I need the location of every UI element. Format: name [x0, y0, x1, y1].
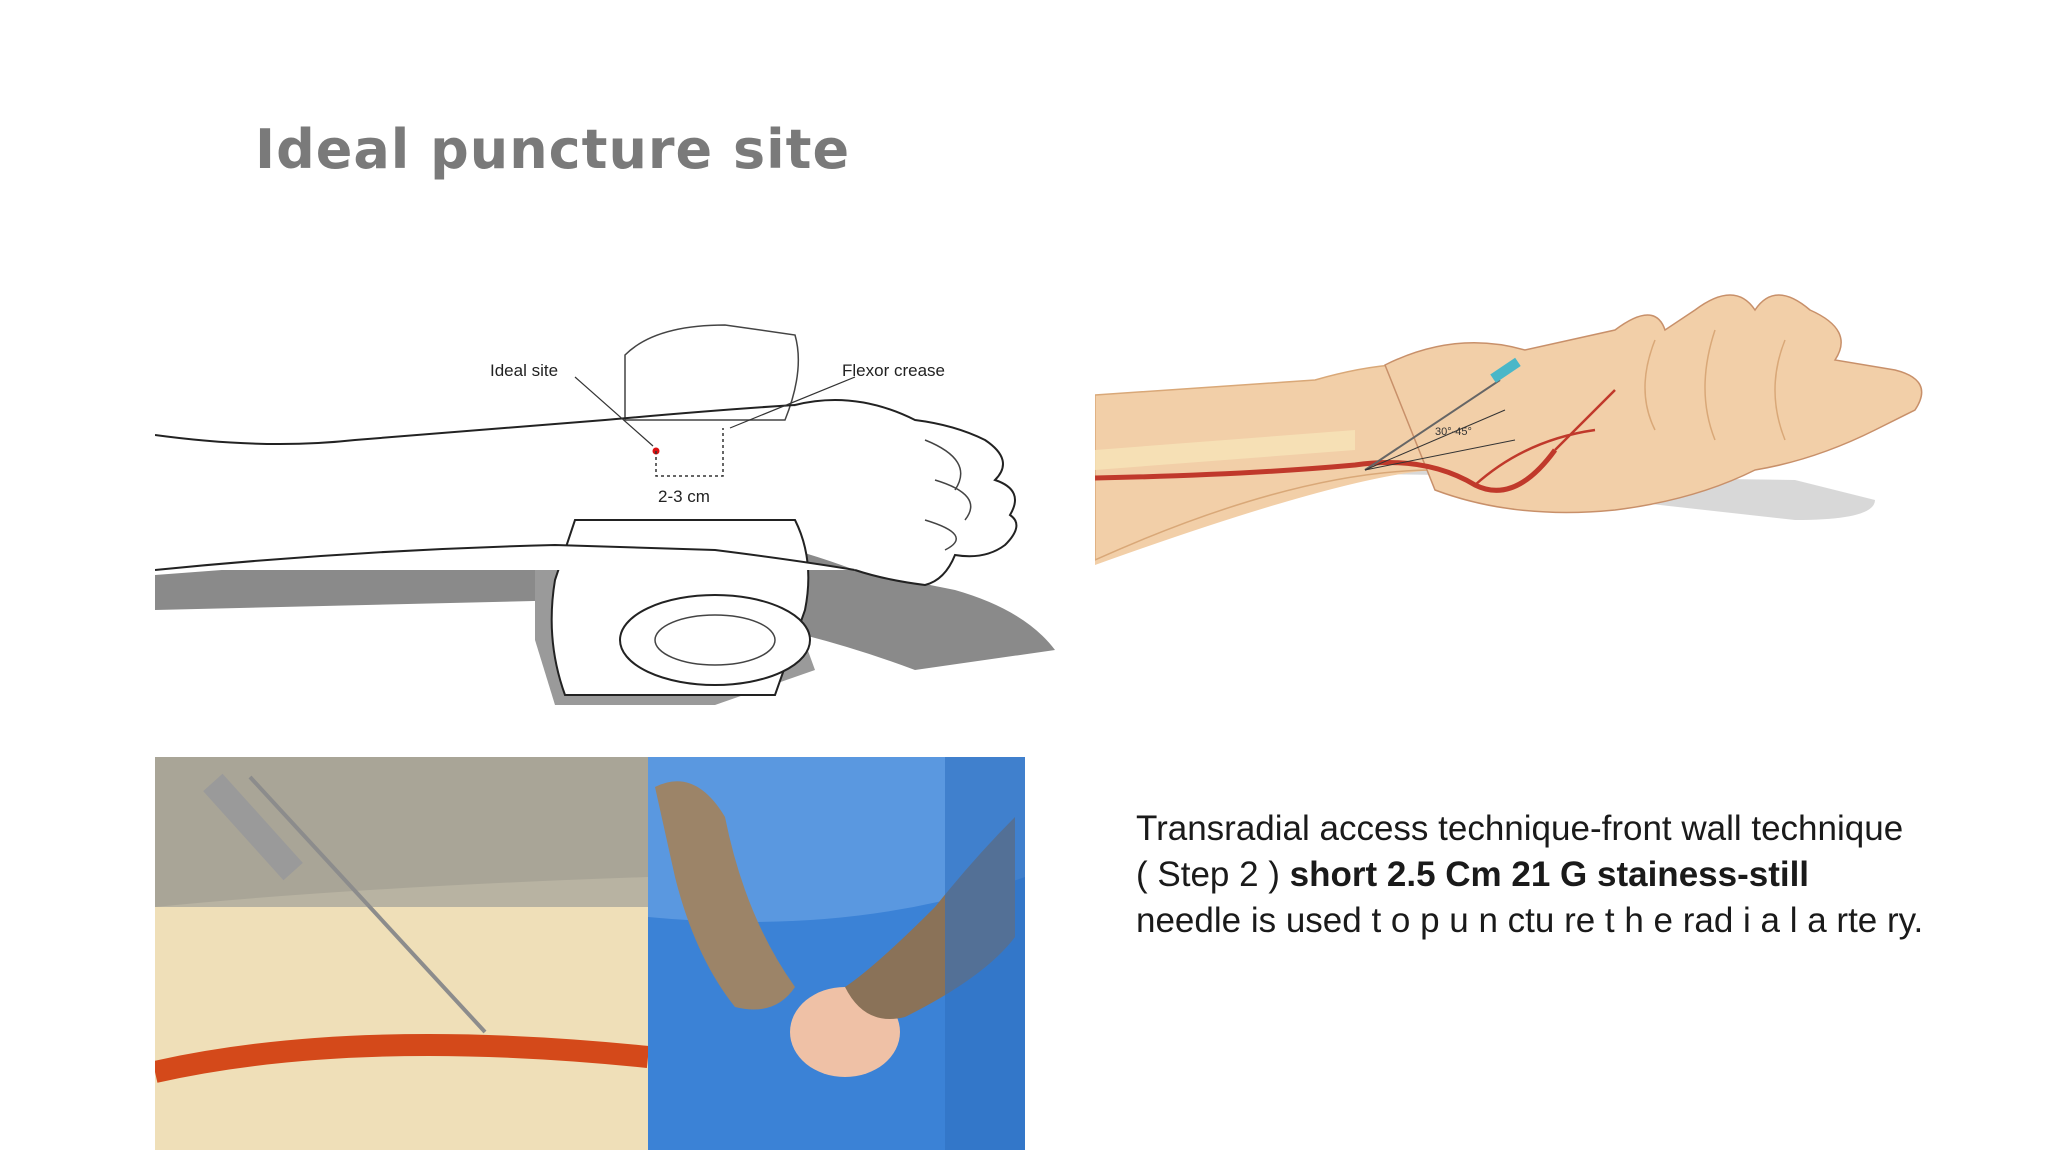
- procedure-photos: [155, 757, 1025, 1150]
- caption-text: Transradial access technique-front wall …: [1136, 806, 2036, 944]
- towel-roll-end: [619, 594, 811, 686]
- label-distance: 2-3 cm: [658, 487, 710, 506]
- angle-label: 30°-45°: [1435, 426, 1472, 438]
- wrist-positioning-diagram: Ideal site Flexor crease 2-3 cm: [155, 324, 1055, 705]
- caption-line-3: needle is used t o p u n ctu re t h e ra…: [1136, 901, 1924, 940]
- radial-artery: [1095, 448, 1558, 493]
- label-ideal-site: Ideal site: [490, 361, 558, 380]
- gloved-hands-photo: [648, 757, 1025, 1150]
- artery-model: [155, 1034, 650, 1083]
- label-flexor-crease: Flexor crease: [842, 361, 945, 380]
- needle-hub: [1490, 357, 1521, 383]
- needle-photo: [248, 775, 487, 1034]
- caption-needle-spec: short 2.5 Cm 21 G stainess-still: [1289, 855, 1810, 894]
- slide-title: Ideal puncture site: [255, 118, 851, 181]
- caption-step: ( Step 2 ): [1136, 855, 1290, 894]
- hand-needle-illustration: 30°-45°: [1095, 294, 1923, 565]
- hand-outline: [794, 399, 1018, 587]
- caption-line-1: Transradial access technique-front wall …: [1136, 809, 1904, 848]
- distance-bracket: [655, 428, 724, 477]
- glove-left: [655, 781, 795, 1010]
- needle: [1364, 379, 1501, 471]
- hand: [1384, 294, 1923, 514]
- needle-model-photo: [155, 757, 650, 1150]
- caption-line-2: ( Step 2 ) short 2.5 Cm 21 G stainess-st…: [1136, 852, 2036, 898]
